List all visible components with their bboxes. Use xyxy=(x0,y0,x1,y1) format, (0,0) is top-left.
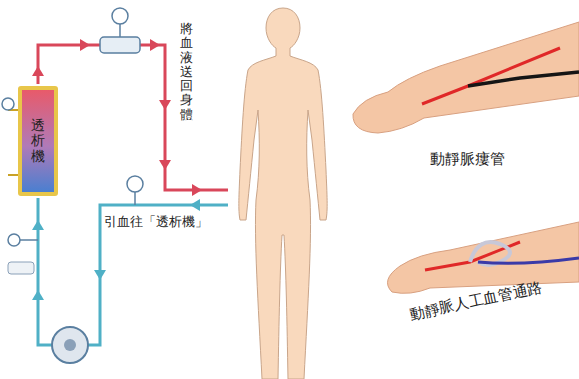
human-body xyxy=(239,8,327,379)
pressure-gauge xyxy=(127,176,143,192)
drip-chamber xyxy=(100,37,140,53)
dialyzer-box: 透析機 xyxy=(18,86,58,196)
artery xyxy=(425,242,520,270)
caption-label: 引血往「透析機」 xyxy=(104,213,208,231)
vein xyxy=(478,258,579,263)
return-line xyxy=(38,45,228,190)
caption-label: 將血液送回身體 xyxy=(180,22,193,122)
vein xyxy=(468,72,579,86)
pressure-gauge xyxy=(112,8,128,24)
blood-pump xyxy=(52,327,88,363)
arm-graft xyxy=(388,222,579,293)
caption-label: 動靜脈瘻管 xyxy=(430,150,505,169)
arm-fistula xyxy=(353,22,579,133)
dialyzer-label: 透析機 xyxy=(31,118,45,164)
draw-line xyxy=(38,198,228,345)
